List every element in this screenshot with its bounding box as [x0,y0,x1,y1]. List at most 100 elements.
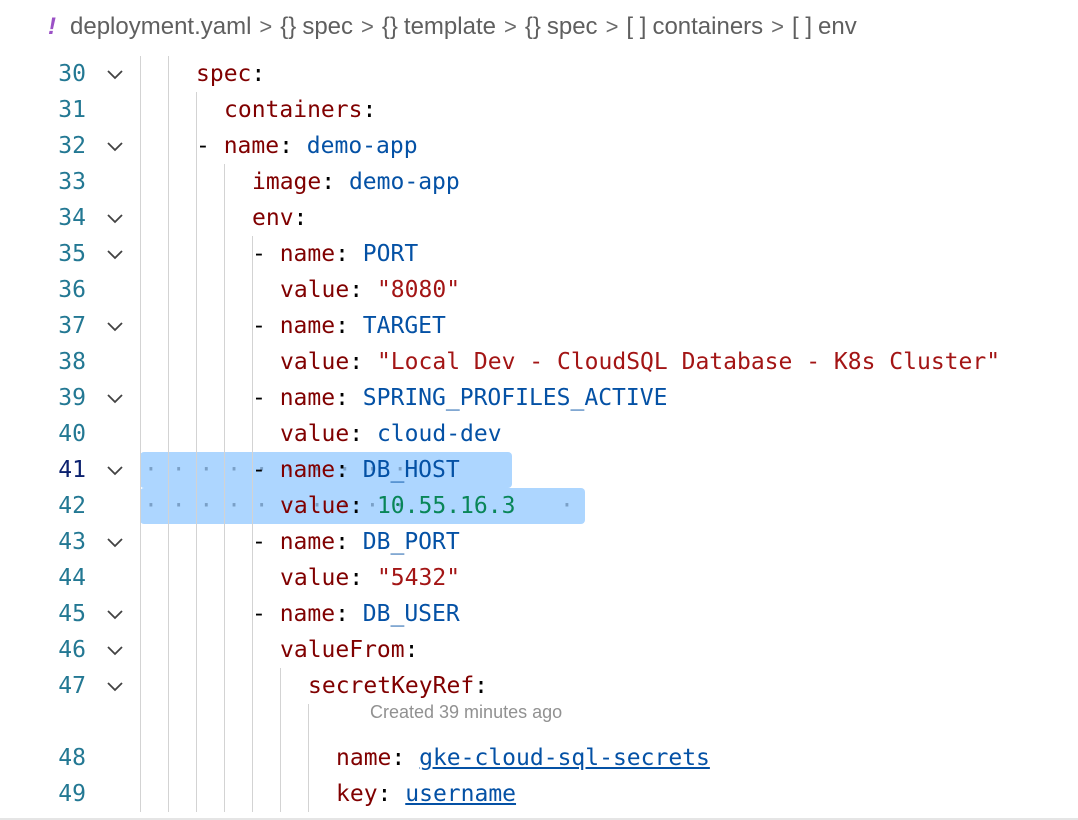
indent-guide [140,524,141,560]
code-line[interactable]: 35- name: PORT [0,236,1078,272]
yaml-file-icon: ! [48,13,56,40]
yaml-key: spec [196,61,252,87]
indent-guide [140,56,141,92]
object-icon: {} [381,13,398,40]
indent-guide [224,272,225,308]
yaml-colon: : [335,529,363,555]
yaml-colon: : [293,205,308,231]
indent-guide [224,344,225,380]
indent-guide [140,236,141,272]
chevron-down-icon[interactable] [100,668,130,704]
yaml-key: valueFrom [280,637,405,663]
breadcrumb-file[interactable]: deployment.yaml [70,13,252,40]
yaml-colon: : [362,97,377,123]
yaml-key: env [252,205,294,231]
code-line[interactable]: 39- name: SPRING_PROFILES_ACTIVE [0,380,1078,416]
yaml-value-link[interactable]: gke-cloud-sql-secrets [419,745,710,771]
code-text: - name: TARGET [252,308,446,344]
yaml-value-link[interactable]: username [405,781,517,807]
yaml-colon: : [391,745,420,771]
yaml-key: name [279,313,336,339]
indent-guide [252,740,253,776]
yaml-value: "5432" [376,565,461,591]
code-text: secretKeyRef: [308,668,488,704]
indent-guide [168,560,169,596]
yaml-colon: : [349,565,377,591]
line-number: 30 [58,61,86,87]
chevron-down-icon[interactable] [100,56,130,92]
chevron-down-icon[interactable] [100,380,130,416]
yaml-key: value [280,277,350,303]
chevron-down-icon[interactable] [100,128,130,164]
indent-guide [224,452,225,488]
chevron-down-icon[interactable] [100,524,130,560]
indent-guide [252,380,253,416]
line-number: 44 [58,565,86,591]
indent-guide [280,740,281,776]
code-line[interactable]: 37- name: TARGET [0,308,1078,344]
code-line[interactable]: 34 env: [0,200,1078,236]
breadcrumb-item-spec[interactable]: spec [302,13,354,40]
chevron-down-icon[interactable] [100,200,130,236]
indent-guide [224,200,225,236]
code-text: value: 10.55.16.3 [280,488,515,524]
indent-guide [196,488,197,524]
code-editor[interactable]: · · · · · · · · · · · · · · · · · · · · … [0,54,1078,820]
line-number: 34 [58,205,86,231]
indent-guide [168,56,169,92]
indent-guide [196,668,197,704]
indent-guide [168,668,169,704]
code-text: - name: SPRING_PROFILES_ACTIVE [252,380,667,416]
indent-guide [196,272,197,308]
code-text: - name: PORT [252,236,418,272]
code-line[interactable]: 43- name: DB_PORT [0,524,1078,560]
line-number: 45 [58,601,86,627]
yaml-key: value [280,493,350,519]
code-line[interactable]: 41- name: DB_HOST [0,452,1078,488]
indent-guide [196,308,197,344]
breadcrumb-item-spec-inner[interactable]: spec [546,13,598,40]
indent-guide [224,164,225,200]
codelens-created[interactable]: Created 39 minutes ago [370,702,563,722]
yaml-key: secretKeyRef [308,673,475,699]
list-dash: - [196,133,224,159]
yaml-colon: : [321,169,349,195]
indent-guide [252,308,253,344]
chevron-down-icon[interactable] [100,308,130,344]
indent-guide [168,704,169,740]
yaml-key: name [279,601,336,627]
list-dash: - [252,529,280,555]
chevron-down-icon[interactable] [100,452,130,488]
indent-guide [252,524,253,560]
code-line[interactable]: 45- name: DB_USER [0,596,1078,632]
code-text: valueFrom: [280,632,418,668]
indent-guide [252,488,253,524]
chevron-down-icon[interactable] [100,596,130,632]
breadcrumb-item-template[interactable]: template [403,13,496,40]
indent-guide [168,164,169,200]
indent-guide [168,416,169,452]
chevron-down-icon[interactable] [100,236,130,272]
indent-guide [252,452,253,488]
yaml-value: PORT [362,241,419,267]
indent-guide [140,416,141,452]
code-line[interactable]: 32- name: demo-app [0,128,1078,164]
chevron-down-icon[interactable] [100,632,130,668]
yaml-value: demo-app [306,133,418,159]
breadcrumb-item-env[interactable]: env [818,13,857,40]
indent-guide [224,524,225,560]
indent-guide [168,776,169,812]
breadcrumb-item-containers[interactable]: containers [652,13,764,40]
